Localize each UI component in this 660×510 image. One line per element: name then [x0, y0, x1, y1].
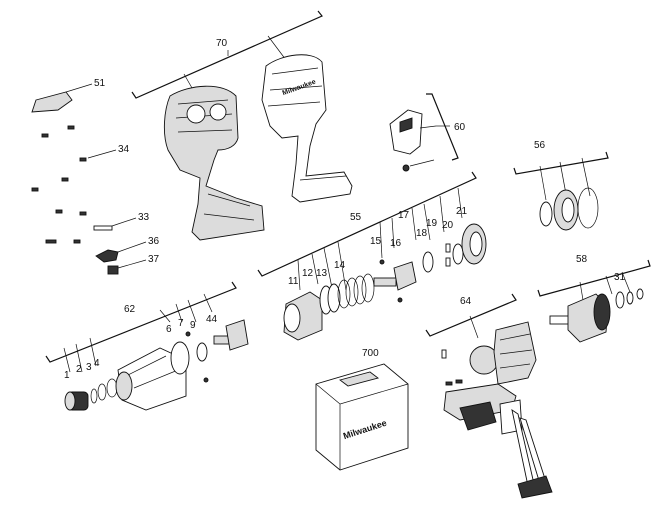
bracket-62 [45, 281, 237, 373]
label-60: 60 [454, 122, 466, 133]
part-58-motor [549, 288, 644, 343]
label-31: 31 [614, 272, 626, 283]
label-33: 33 [138, 212, 150, 223]
label-20: 20 [442, 220, 454, 231]
leader-37 [117, 259, 147, 269]
part-36-contact [95, 249, 119, 263]
label-11: 11 [288, 276, 299, 287]
label-9: 9 [190, 320, 196, 331]
belt-clip-screw [402, 164, 410, 172]
label-55: 55 [350, 212, 362, 223]
label-16: 16 [390, 238, 402, 249]
part-12-13-washers [319, 283, 341, 315]
label-3: 3 [86, 362, 92, 373]
part-60-belt-clip [389, 109, 423, 155]
housing-half-right: Milwaukee [261, 54, 353, 203]
part-6-gasket [170, 341, 190, 375]
label-64: 64 [460, 296, 472, 307]
part-37-clip [107, 265, 119, 275]
part-700-case: Milwaukee [315, 363, 409, 471]
label-18: 18 [416, 228, 428, 239]
part-62-front-housing [115, 347, 187, 411]
label-21: 21 [456, 206, 468, 217]
leader-60-b [409, 159, 435, 167]
leader-60-a [419, 125, 437, 129]
leader-33 [111, 217, 137, 227]
label-36: 36 [148, 236, 160, 247]
bracket-64 [425, 293, 517, 339]
label-70: 70 [216, 38, 228, 49]
label-34: 34 [118, 144, 130, 155]
leaders-55 [297, 187, 463, 291]
housing-half-left [163, 85, 265, 241]
belt-clip-slot [399, 117, 413, 133]
part-14-spring [337, 273, 375, 309]
label-37: 37 [148, 254, 160, 265]
part-16-spindle [373, 261, 417, 291]
part-44-anvil [213, 319, 249, 351]
label-58: 58 [576, 254, 588, 265]
part-washer [196, 342, 208, 362]
bracket-60 [426, 93, 459, 161]
part-2-4-rings [90, 378, 118, 404]
part-ball-lower [397, 297, 403, 303]
leader-36 [117, 241, 147, 253]
label-700: 700 [362, 348, 379, 359]
label-44: 44 [206, 314, 218, 325]
part-1-nose-boot [64, 391, 89, 411]
part-15-ball [379, 259, 385, 265]
label-1: 1 [64, 370, 70, 381]
part-7-ball [185, 331, 191, 337]
label-51: 51 [94, 78, 106, 89]
label-12: 12 [302, 268, 314, 279]
label-19: 19 [426, 218, 438, 229]
label-2: 2 [76, 364, 82, 375]
label-7: 7 [178, 318, 184, 329]
part-56-bearing-set [539, 187, 599, 231]
part-21-ring-gear [461, 223, 487, 265]
bracket-55 [257, 171, 477, 277]
label-15: 15 [370, 236, 382, 247]
part-51-nameplate [31, 91, 73, 113]
label-17: 17 [398, 210, 410, 221]
label-13: 13 [316, 268, 328, 279]
part-19-pin [445, 243, 451, 253]
part-9-ball [203, 377, 209, 383]
label-14: 14 [334, 260, 346, 271]
label-56: 56 [534, 140, 546, 151]
part-19-pin-b [445, 257, 451, 267]
part-20-bearing [452, 243, 464, 265]
leader-51 [65, 83, 93, 93]
part-33-pin [93, 225, 113, 231]
label-6: 6 [166, 324, 172, 335]
bracket-56 [513, 151, 609, 201]
leader-34 [87, 149, 117, 159]
screw-set [31, 125, 87, 244]
part-11-anvil-hammer [283, 291, 323, 341]
part-17-ring [422, 251, 434, 273]
label-4: 4 [94, 358, 100, 369]
part-64-electronics [441, 321, 553, 499]
label-62: 62 [124, 304, 136, 315]
